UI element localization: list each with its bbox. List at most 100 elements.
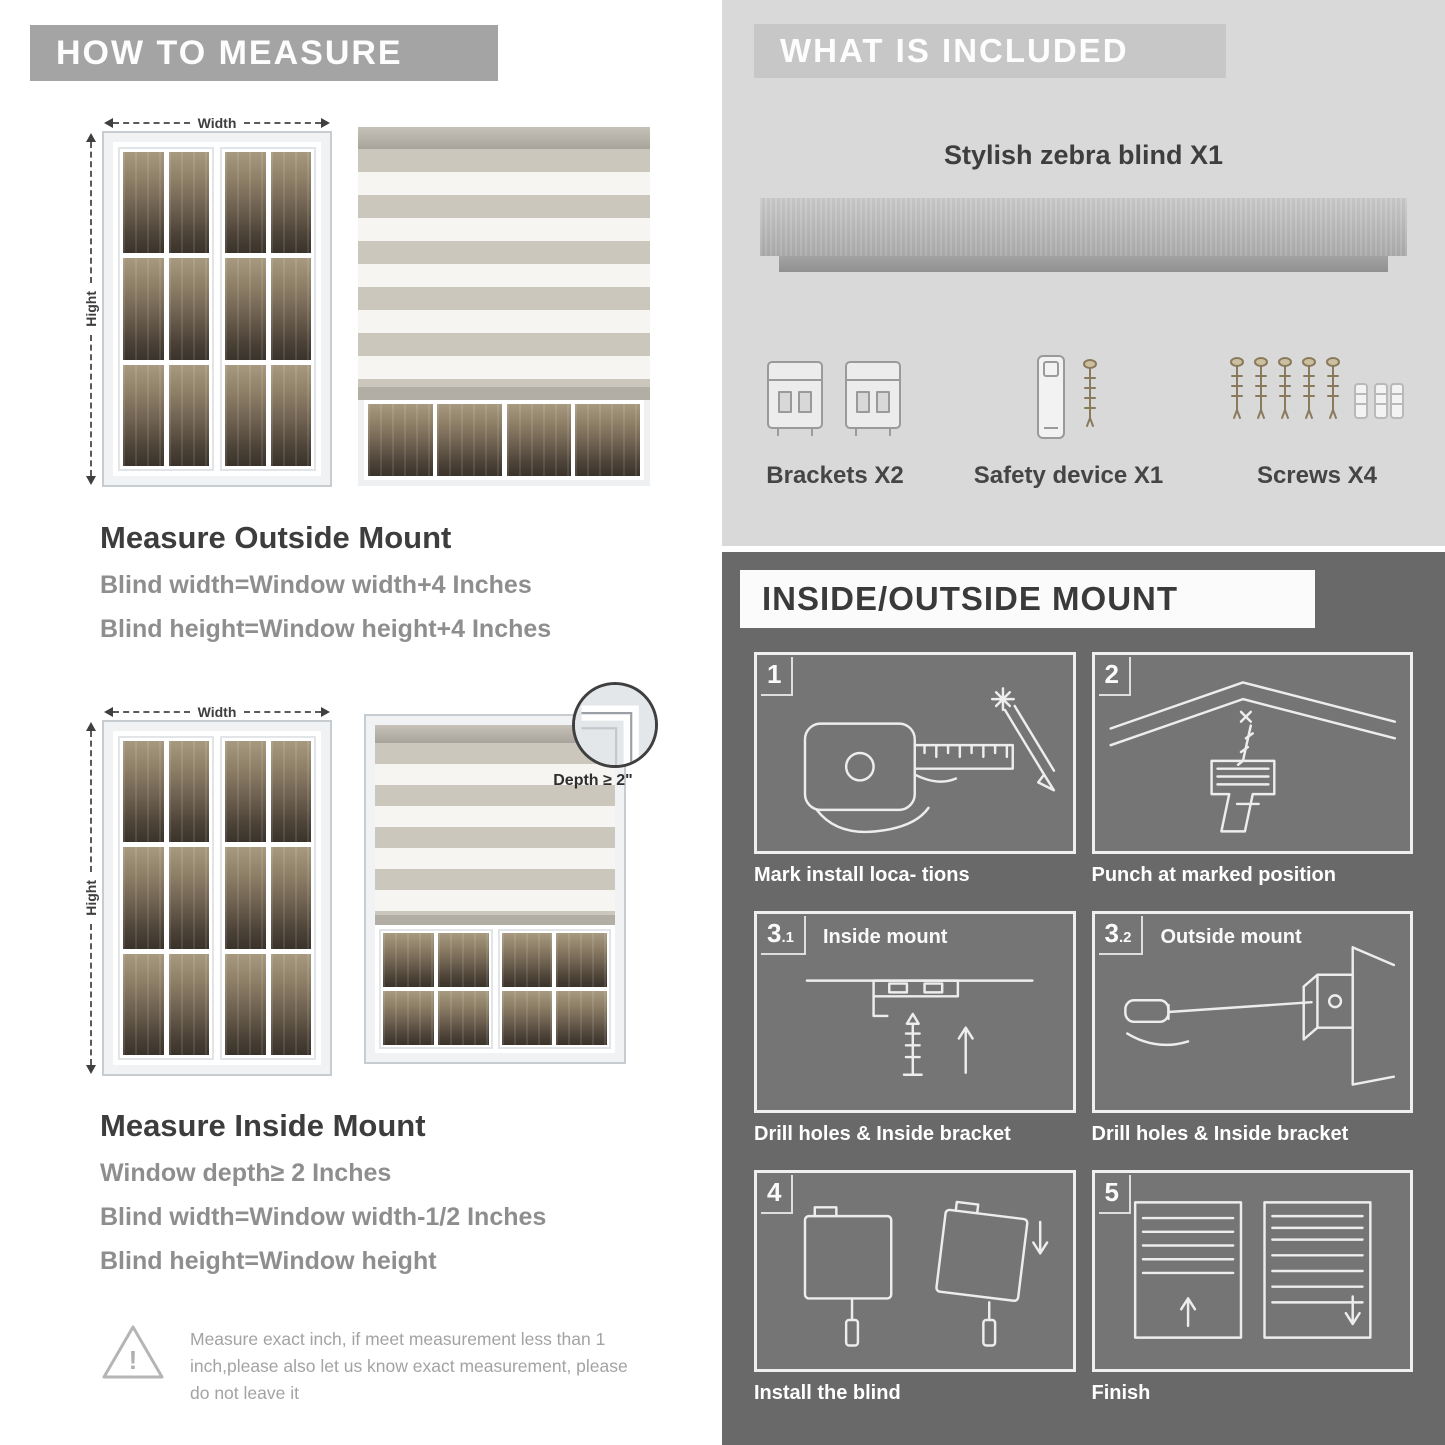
depth-detail-circle bbox=[572, 682, 658, 768]
width-measurement-arrow: Width bbox=[104, 702, 330, 722]
step-3-1: 3.1 Inside mount bbox=[754, 911, 1076, 1146]
safety-device-label: Safety device X1 bbox=[973, 462, 1164, 489]
dashed-line bbox=[90, 142, 92, 284]
width-label: Width bbox=[197, 704, 237, 720]
step-5-panel: 5 bbox=[1091, 1170, 1413, 1372]
screws-icon bbox=[1229, 357, 1404, 419]
depth-note: Depth ≥ 2" bbox=[553, 772, 633, 789]
warning-triangle-icon: ! bbox=[102, 1325, 164, 1379]
arrow-left-icon bbox=[104, 707, 113, 717]
step-1: 1 bbox=[754, 652, 1076, 887]
dashed-line bbox=[113, 122, 190, 124]
blind-cassette bbox=[358, 127, 650, 149]
step-3-2-caption: Drill holes & Inside bracket bbox=[1091, 1123, 1349, 1145]
window-illustration bbox=[102, 131, 332, 487]
product-name: Stylish zebra blind X1 bbox=[943, 140, 1224, 170]
window-diagram-inside: Width Hight bbox=[78, 702, 332, 1076]
step1-measure-illustration bbox=[803, 687, 1056, 834]
how-to-measure-section: HOW TO MEASURE Width Hight bbox=[0, 0, 700, 1445]
measurement-warning: ! Measure exact inch, if meet measuremen… bbox=[100, 1322, 700, 1407]
dashed-line bbox=[244, 122, 321, 124]
height-label: Hight bbox=[83, 880, 99, 916]
inside-outside-mount-section: INSIDE/OUTSIDE MOUNT 1 bbox=[722, 552, 1445, 1445]
screws-label: Screws X4 bbox=[1256, 462, 1378, 489]
step4-install-illustration bbox=[803, 1200, 1049, 1347]
included-items: Brackets X2 bbox=[760, 328, 1407, 490]
what-is-included-title: WHAT IS INCLUDED bbox=[780, 32, 1129, 69]
zebra-blind-headrail-illustration bbox=[760, 198, 1407, 272]
headrail-lip bbox=[779, 256, 1388, 272]
arrow-right-icon bbox=[321, 707, 330, 717]
width-label: Width bbox=[197, 115, 237, 131]
arrow-right-icon bbox=[321, 118, 330, 128]
arrow-down-icon bbox=[86, 1065, 96, 1075]
headrail-bar bbox=[760, 198, 1407, 256]
step-5-caption: Finish bbox=[1091, 1382, 1151, 1404]
dashed-line bbox=[244, 711, 321, 713]
window-diagram-outside: Width Hight bbox=[78, 113, 332, 487]
step-number: 4 bbox=[761, 1175, 794, 1214]
width-measurement-arrow: Width bbox=[104, 113, 330, 133]
blind-bottom-rail bbox=[358, 387, 650, 400]
included-item-safety-device: Safety device X1 bbox=[974, 328, 1163, 490]
step-4: 4 bbox=[754, 1170, 1076, 1405]
mount-header: INSIDE/OUTSIDE MOUNT bbox=[740, 570, 1315, 628]
inside-mount-title: Measure Inside Mount bbox=[100, 1108, 426, 1143]
step3-2-outside-bracket-illustration bbox=[1123, 946, 1395, 1086]
step-1-panel: 1 bbox=[754, 652, 1076, 854]
warning-exclamation: ! bbox=[129, 1345, 138, 1375]
step-number: 3.1 bbox=[761, 916, 806, 955]
height-label: Hight bbox=[83, 291, 99, 327]
what-is-included-section: WHAT IS INCLUDED Stylish zebra blind X1 bbox=[722, 0, 1445, 546]
inside-mount-formula-width: Blind width=Window width-1/2 Inches bbox=[100, 1203, 547, 1231]
blind-stripes bbox=[358, 149, 650, 387]
step-2: 2 bbox=[1091, 652, 1413, 887]
step5-finish-illustration bbox=[1133, 1201, 1372, 1339]
step-3-1-caption: Drill holes & Inside bracket bbox=[754, 1123, 1011, 1145]
brackets-icon bbox=[767, 361, 901, 436]
window-panes-below-blind bbox=[375, 925, 615, 1053]
window-corner-detail-icon bbox=[575, 685, 655, 765]
outside-mount-formula-height: Blind height=Window height+4 Inches bbox=[100, 615, 552, 643]
step-4-caption: Install the blind bbox=[754, 1382, 901, 1404]
step-3-2: 3.2 Outside mount bbox=[1091, 911, 1413, 1146]
mount-title: INSIDE/OUTSIDE MOUNT bbox=[762, 580, 1179, 617]
window-illustration bbox=[102, 720, 332, 1076]
zebra-blind-inside-illustration: Depth ≥ 2" bbox=[364, 682, 658, 1064]
step-3-1-inner-label: Inside mount bbox=[823, 926, 948, 948]
arrow-left-icon bbox=[104, 118, 113, 128]
outside-mount-figures: Width Hight bbox=[78, 113, 700, 487]
dashed-line bbox=[113, 711, 190, 713]
step2-drill-illustration bbox=[1108, 681, 1396, 833]
how-to-measure-header: HOW TO MEASURE bbox=[30, 25, 498, 81]
step-1-caption: Mark install loca- tions bbox=[754, 864, 970, 886]
dashed-line bbox=[90, 334, 92, 477]
blind-bottom-rail bbox=[375, 915, 615, 925]
step-2-panel: 2 bbox=[1091, 652, 1413, 854]
arrow-up-icon bbox=[86, 133, 96, 142]
step-3-1-panel: 3.1 Inside mount bbox=[754, 911, 1076, 1113]
inside-mount-formula-height: Blind height=Window height bbox=[100, 1247, 437, 1275]
inside-mount-figures: Width Hight bbox=[78, 682, 700, 1076]
inside-mount-depth-rule: Window depth≥ 2 Inches bbox=[100, 1159, 392, 1187]
right-column: WHAT IS INCLUDED Stylish zebra blind X1 bbox=[722, 0, 1445, 1445]
height-measurement-arrow: Hight bbox=[78, 133, 104, 486]
window-below-blind bbox=[358, 400, 650, 486]
outside-mount-formula-width: Blind width=Window width+4 Inches bbox=[100, 571, 532, 599]
step-5: 5 Finish bbox=[1091, 1170, 1413, 1405]
blind-cassette bbox=[375, 725, 615, 743]
included-item-brackets: Brackets X2 bbox=[760, 328, 910, 490]
mount-steps-grid: 1 bbox=[754, 652, 1413, 1405]
arrow-up-icon bbox=[86, 722, 96, 731]
step-3-2-panel: 3.2 Outside mount bbox=[1091, 911, 1413, 1113]
step-number: 3.2 bbox=[1098, 916, 1144, 955]
safety-device-icon bbox=[1037, 355, 1098, 439]
warning-text: Measure exact inch, if meet measurement … bbox=[190, 1329, 628, 1404]
outside-mount-title: Measure Outside Mount bbox=[100, 520, 452, 555]
arrow-down-icon bbox=[86, 476, 96, 486]
dashed-line bbox=[90, 731, 92, 873]
step-2-caption: Punch at marked position bbox=[1091, 864, 1336, 886]
window-sash bbox=[220, 736, 316, 1060]
step-4-panel: 4 bbox=[754, 1170, 1076, 1372]
